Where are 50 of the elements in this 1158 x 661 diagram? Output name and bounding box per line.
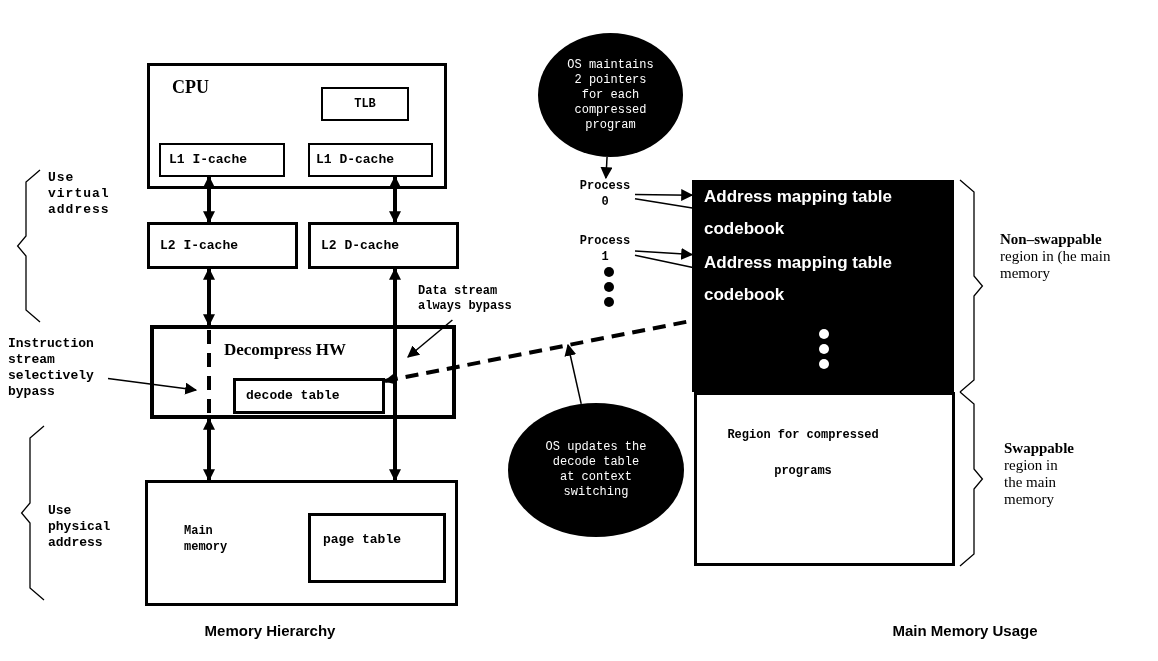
cache-box bbox=[159, 143, 285, 177]
cache-box bbox=[308, 222, 459, 269]
memory-row: Address mapping table bbox=[692, 182, 954, 212]
cache-box bbox=[308, 143, 433, 177]
caption: Main Memory Usage bbox=[891, 621, 1039, 641]
box-label: page table bbox=[323, 531, 401, 549]
callout-text: OS maintains 2 pointers for each compressed program bbox=[566, 57, 655, 133]
process-label: Process 1 bbox=[575, 233, 635, 265]
box-label: Main memory bbox=[184, 523, 229, 555]
arrow bbox=[107, 377, 198, 395]
arrow bbox=[203, 267, 215, 327]
callout-text: OS updates the decode table at context switching bbox=[544, 440, 648, 500]
box-label: decode table bbox=[246, 387, 340, 406]
arrow bbox=[634, 189, 694, 202]
page-table-box bbox=[308, 513, 446, 583]
memory-row: Address mapping table bbox=[692, 248, 954, 278]
region-label: Use virtual address bbox=[48, 170, 111, 218]
arrow bbox=[203, 175, 215, 224]
cpu-box bbox=[147, 63, 447, 189]
swappable-region bbox=[694, 392, 955, 566]
box-label: L2 D-cache bbox=[321, 236, 399, 255]
arrow bbox=[203, 417, 215, 482]
arrow bbox=[407, 319, 454, 358]
box-label: TLB bbox=[354, 96, 376, 113]
non-swappable-region bbox=[692, 180, 954, 392]
box-label: L1 I-cache bbox=[169, 151, 247, 170]
leader-arrow bbox=[564, 343, 582, 405]
main-memory-box bbox=[145, 480, 458, 606]
memory-row: codebook bbox=[692, 214, 954, 244]
tlb-box bbox=[321, 87, 409, 121]
box-label: L1 D-cache bbox=[316, 151, 394, 170]
box-label: L2 I-cache bbox=[160, 236, 238, 255]
decompress-hw-box bbox=[150, 325, 456, 419]
memory-row: codebook bbox=[692, 280, 954, 310]
cache-box bbox=[147, 222, 298, 269]
region-label: Swappable region in the main memory bbox=[1004, 440, 1076, 508]
arrow bbox=[389, 175, 401, 224]
arrow bbox=[634, 247, 694, 260]
arrow bbox=[389, 267, 401, 482]
region-label: Non–swappable region in (he main memory bbox=[1000, 231, 1112, 282]
region-label: Use physical address bbox=[48, 503, 112, 551]
annotation-text: Data stream always bypass bbox=[418, 284, 530, 320]
region-label: Region for compressed programs bbox=[726, 427, 880, 480]
caption: Memory Hierarchy bbox=[203, 621, 337, 641]
decode-table-box bbox=[233, 378, 385, 414]
process-label: Process 0 bbox=[575, 178, 635, 210]
arrow bbox=[600, 156, 613, 180]
annotation-text: Instruction stream selectively bypass bbox=[8, 336, 108, 408]
box-title: Decompress HW bbox=[224, 339, 346, 361]
box-title: CPU bbox=[172, 76, 209, 99]
